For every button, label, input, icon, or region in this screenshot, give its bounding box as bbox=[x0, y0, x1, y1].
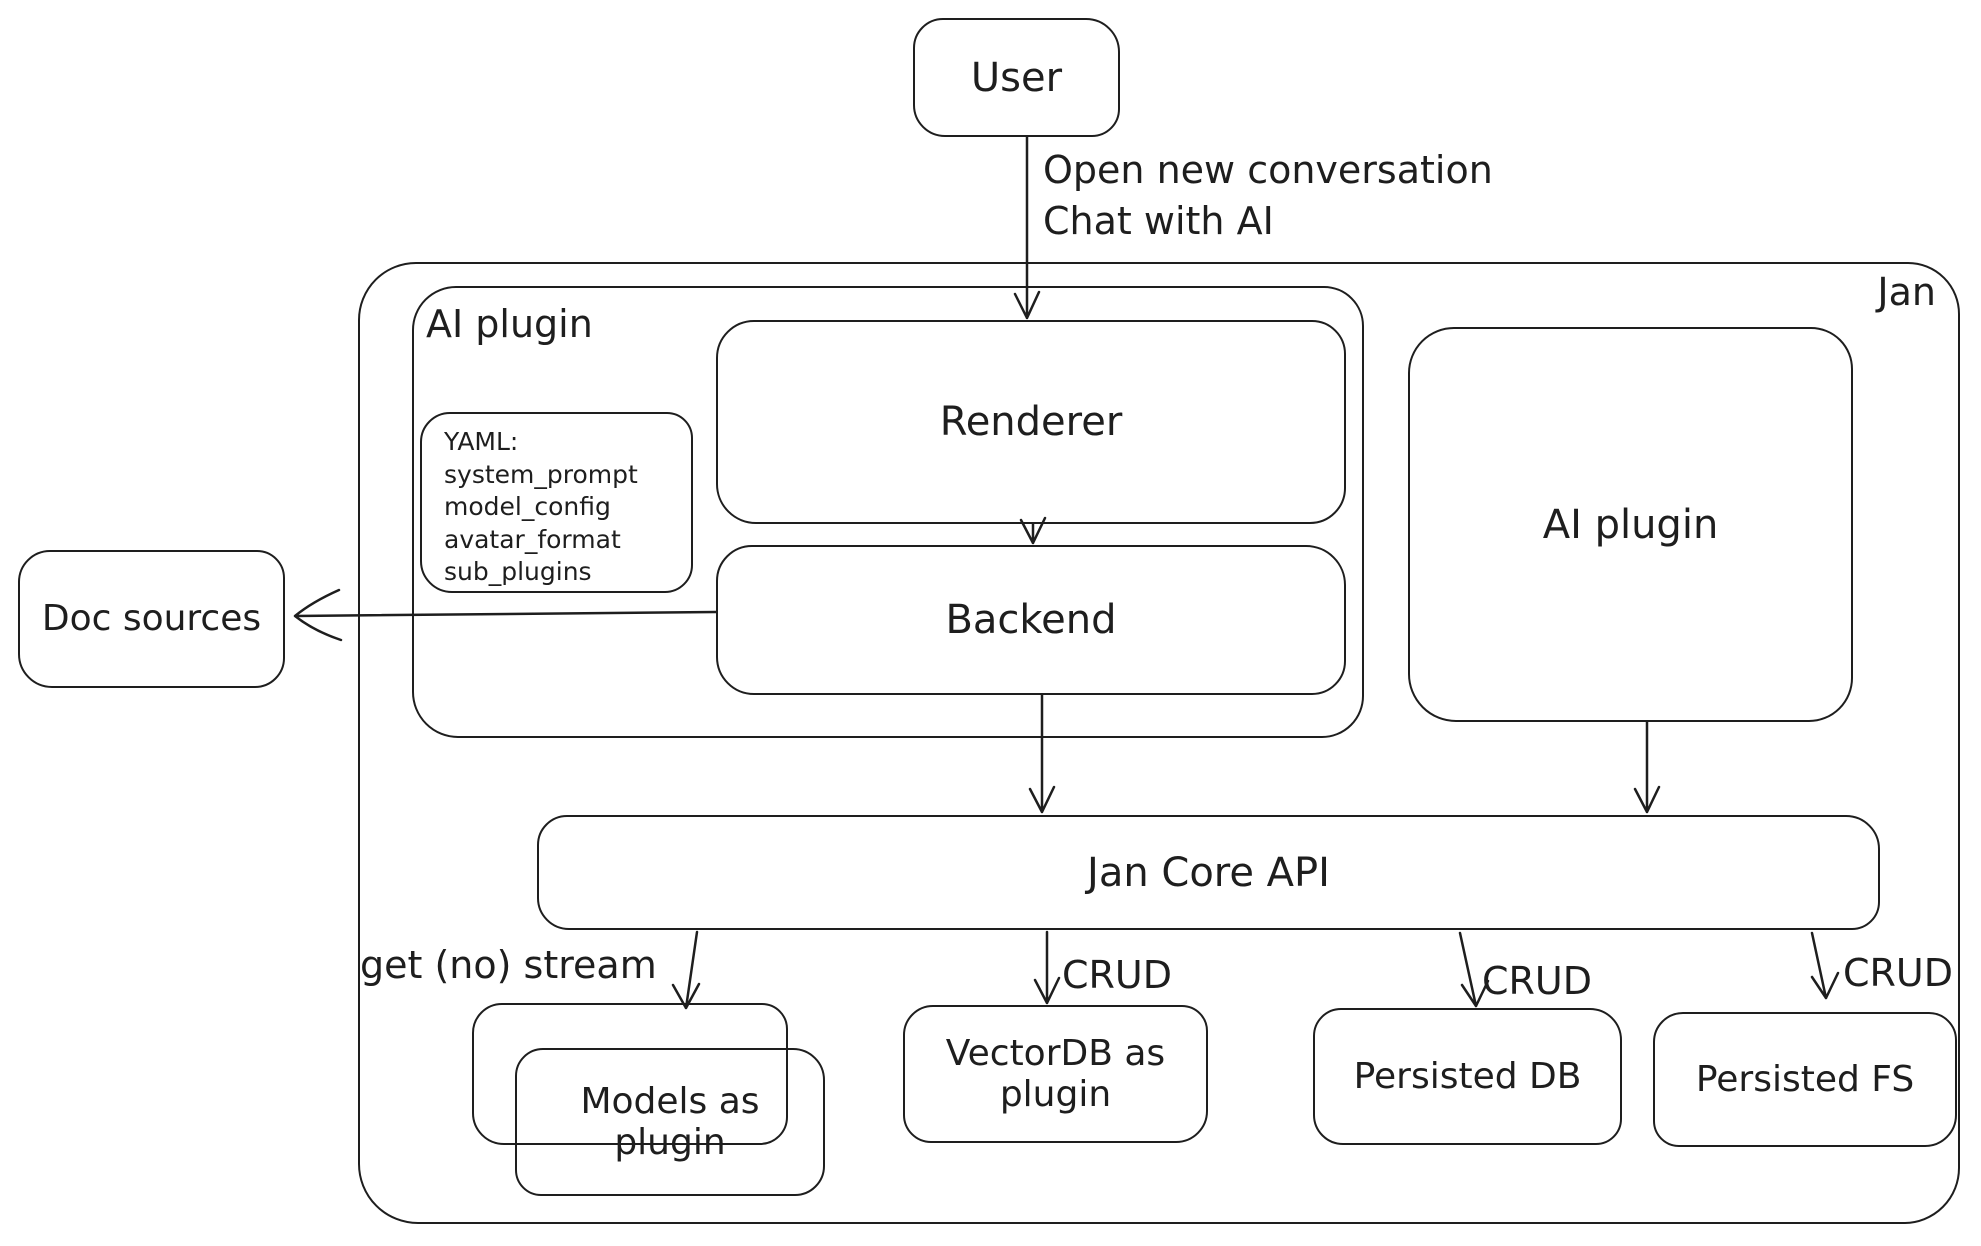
backend-node-label: Backend bbox=[945, 597, 1117, 643]
ai-plugin-right-node: AI plugin bbox=[1408, 327, 1853, 722]
yaml-line-system-prompt: system_prompt bbox=[444, 459, 638, 489]
jan-core-api-node: Jan Core API bbox=[537, 815, 1880, 930]
jan-core-api-label: Jan Core API bbox=[1087, 849, 1330, 896]
ai-plugin-right-label: AI plugin bbox=[1542, 501, 1719, 548]
persisted-db-node: Persisted DB bbox=[1313, 1008, 1622, 1145]
edge-label-user-flow: Open new conversation Chat with AI bbox=[1043, 148, 1493, 244]
models-as-plugin-node: Models as plugin bbox=[515, 1048, 825, 1196]
models-as-plugin-back-box bbox=[472, 1003, 788, 1145]
edge-label-get-no-stream: get (no) stream bbox=[360, 943, 657, 987]
edge-label-crud-vectordb: CRUD bbox=[1062, 953, 1173, 997]
doc-sources-node: Doc sources bbox=[18, 550, 285, 688]
persisted-db-label: Persisted DB bbox=[1353, 1055, 1582, 1097]
yaml-config-text: YAML: system_prompt model_config avatar_… bbox=[444, 426, 638, 589]
doc-sources-node-label: Doc sources bbox=[41, 598, 262, 640]
vectordb-as-plugin-label: VectorDB as plugin bbox=[945, 1032, 1166, 1115]
yaml-line-avatar-format: avatar_format bbox=[444, 524, 621, 554]
user-node-label: User bbox=[970, 54, 1063, 101]
jan-container-label: Jan bbox=[1877, 270, 1936, 314]
vectordb-as-plugin-node: VectorDB as plugin bbox=[903, 1005, 1208, 1143]
user-node: User bbox=[913, 18, 1120, 137]
edge-label-crud-db: CRUD bbox=[1482, 959, 1593, 1003]
persisted-fs-label: Persisted FS bbox=[1695, 1058, 1915, 1100]
ai-plugin-left-label: AI plugin bbox=[426, 302, 593, 346]
edge-label-crud-fs: CRUD bbox=[1843, 951, 1954, 995]
yaml-title: YAML: bbox=[444, 427, 519, 456]
persisted-fs-node: Persisted FS bbox=[1653, 1012, 1957, 1147]
jan-container-box: Jan bbox=[358, 262, 1960, 1224]
models-as-plugin-label: Models as plugin bbox=[580, 1080, 760, 1163]
yaml-line-model-config: model_config bbox=[444, 492, 611, 521]
yaml-config-note: YAML: system_prompt model_config avatar_… bbox=[420, 412, 693, 593]
renderer-node-label: Renderer bbox=[939, 399, 1123, 445]
yaml-line-sub-plugins: sub_plugins bbox=[444, 557, 592, 586]
renderer-node: Renderer bbox=[716, 320, 1346, 524]
ai-plugin-left-container-box: AI plugin bbox=[412, 286, 1364, 738]
backend-node: Backend bbox=[716, 545, 1346, 695]
